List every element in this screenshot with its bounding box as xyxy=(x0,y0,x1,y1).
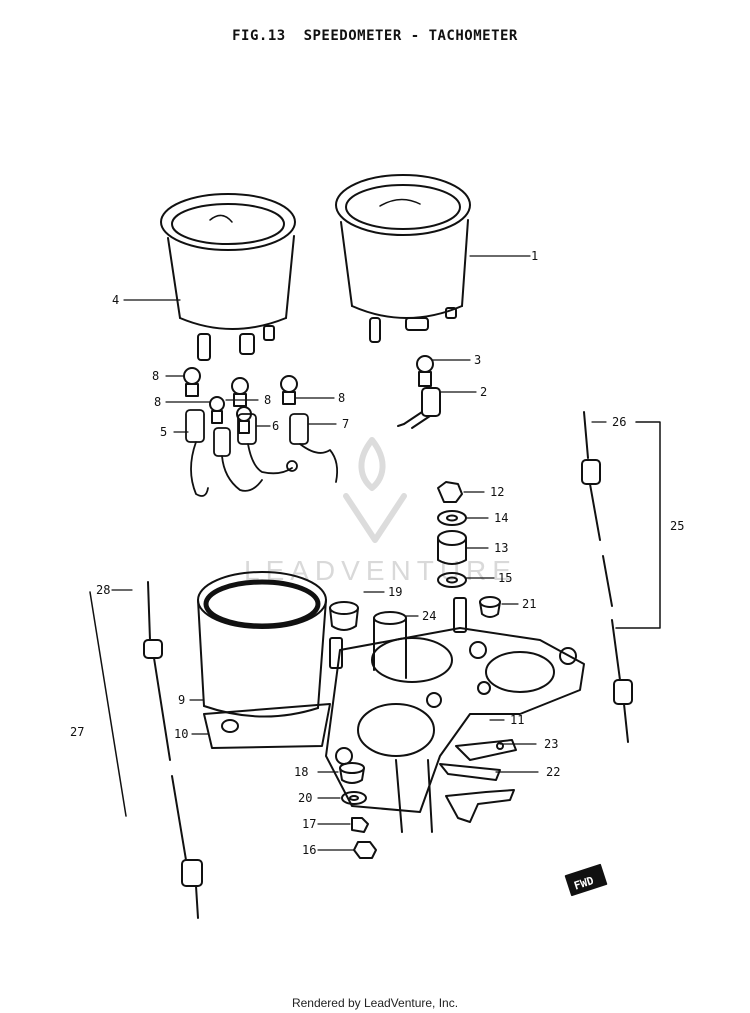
speedometer-gauge xyxy=(335,174,471,343)
callout-5: 5 xyxy=(160,425,167,439)
callout-9: 9 xyxy=(178,693,185,707)
callout-8d: 8 xyxy=(338,391,345,405)
bracket-27 xyxy=(89,591,127,817)
tachometer-gauge xyxy=(160,193,296,361)
bulb-socket-right xyxy=(397,355,441,429)
fwd-badge-label: FWD xyxy=(572,874,595,893)
callout-19: 19 xyxy=(388,585,402,599)
stud-right xyxy=(453,597,467,633)
callout-20: 20 xyxy=(298,791,312,805)
callout-27: 27 xyxy=(70,725,84,739)
callout-labels: 1 2 3 4 5 6 7 8 8 8 8 8 9 10 11 12 13 14… xyxy=(70,249,684,893)
figure-number: FIG.13 xyxy=(232,28,286,44)
callout-10: 10 xyxy=(174,727,188,741)
callout-18: 18 xyxy=(294,765,308,779)
damper-stack xyxy=(437,481,467,588)
callout-3: 3 xyxy=(474,353,481,367)
callout-22: 22 xyxy=(546,765,560,779)
callout-23: 23 xyxy=(544,737,558,751)
callout-26: 26 xyxy=(612,415,626,429)
callout-11: 11 xyxy=(510,713,524,727)
fwd-badge xyxy=(564,863,608,897)
bulb-sockets-wiring xyxy=(185,409,339,497)
callout-15: 15 xyxy=(498,571,512,585)
callout-1: 1 xyxy=(531,249,538,263)
grommet-19 xyxy=(329,601,359,631)
render-credit: Rendered by LeadVenture, Inc. xyxy=(291,996,459,1010)
tachometer-cable xyxy=(143,581,203,919)
cap-nut-21 xyxy=(479,596,501,618)
callout-17: 17 xyxy=(302,817,316,831)
watermark-logo xyxy=(343,437,407,543)
cable-brackets xyxy=(439,739,517,823)
speedometer-cable xyxy=(581,411,633,743)
callout-7: 7 xyxy=(342,417,349,431)
callout-13: 13 xyxy=(494,541,508,555)
callout-12: 12 xyxy=(490,485,504,499)
callout-16: 16 xyxy=(302,843,316,857)
bracket-25 xyxy=(615,421,661,629)
figure-name: SPEEDOMETER - TACHOMETER xyxy=(303,28,518,44)
figure-title: FIG.13 SPEEDOMETER - TACHOMETER xyxy=(0,28,750,44)
gauge-housing xyxy=(197,571,331,749)
leader-lines xyxy=(111,255,607,851)
callout-25: 25 xyxy=(670,519,684,533)
stud-left xyxy=(329,637,343,669)
callout-21: 21 xyxy=(522,597,536,611)
callout-2: 2 xyxy=(480,385,487,399)
callout-4: 4 xyxy=(112,293,119,307)
callout-8b: 8 xyxy=(154,395,161,409)
mounting-bracket xyxy=(325,627,585,813)
callout-24: 24 xyxy=(422,609,436,623)
callout-8c: 8 xyxy=(264,393,271,407)
callout-6: 6 xyxy=(272,419,279,433)
center-tube xyxy=(373,611,433,833)
lower-hardware xyxy=(339,762,377,859)
callout-14: 14 xyxy=(494,511,508,525)
callout-8a: 8 xyxy=(152,369,159,383)
callout-28: 28 xyxy=(96,583,110,597)
